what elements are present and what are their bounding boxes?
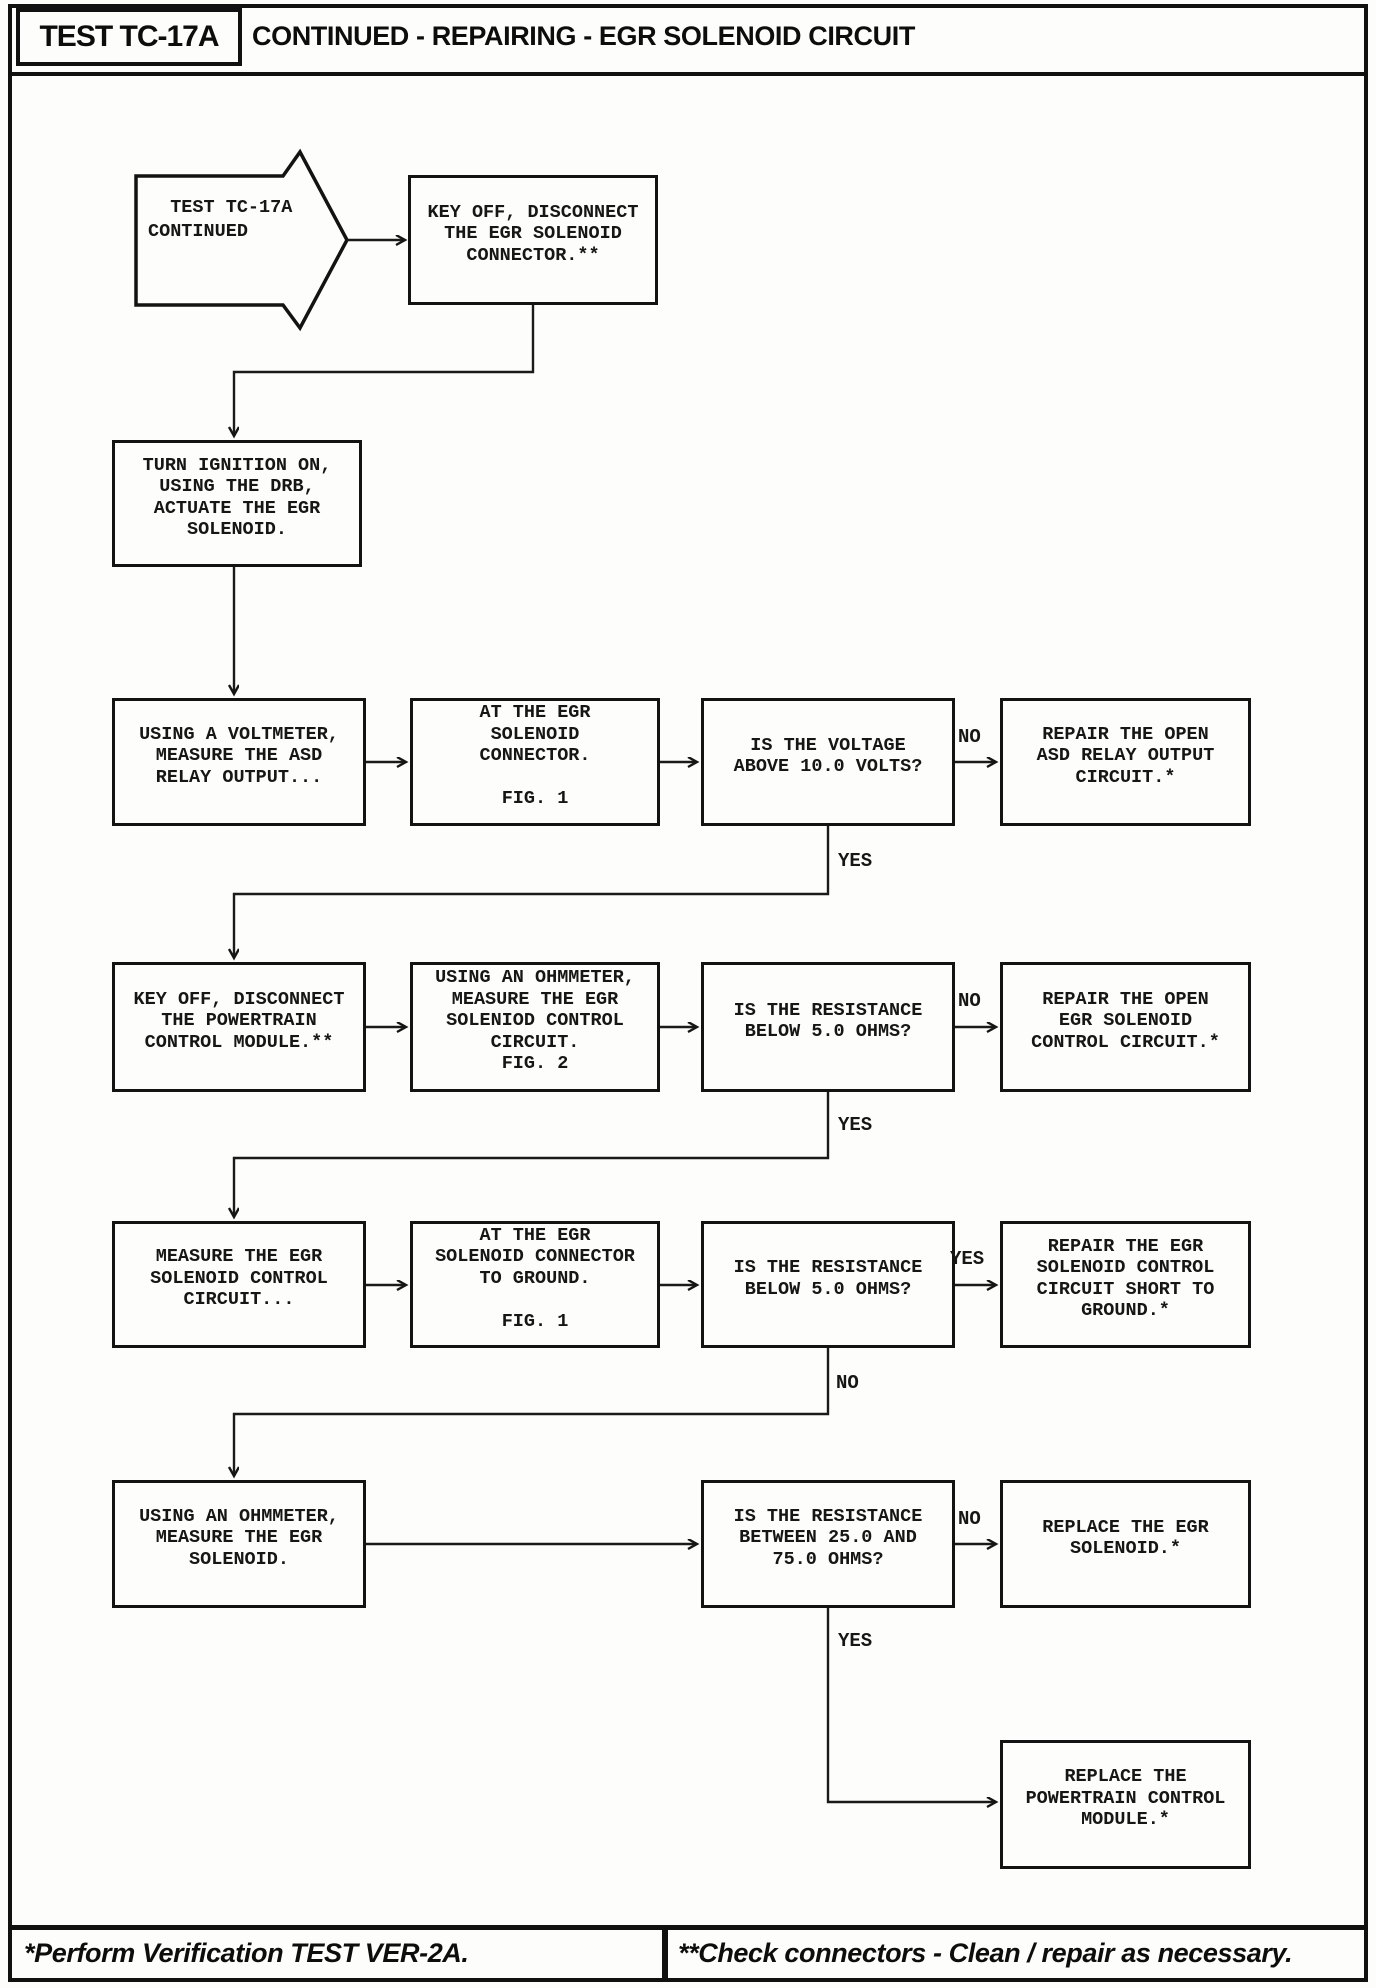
header-separator-line [8, 72, 1368, 76]
edge-res3-yes [826, 1608, 996, 1802]
test-id-badge: TEST TC-17A [16, 8, 242, 66]
decision-resistance-below-5-ohms-1: IS THE RESISTANCE BELOW 5.0 OHMS? [701, 962, 955, 1092]
edge-label-res2-yes: YES [950, 1248, 985, 1270]
footnote-verification: *Perform Verification TEST VER-2A. [24, 1938, 469, 1968]
page-title: CONTINUED - REPAIRING - EGR SOLENOID CIR… [252, 21, 915, 51]
edge-label-voltage-yes: YES [838, 850, 873, 872]
footnote-connectors: **Check connectors - Clean / repair as n… [678, 1938, 1293, 1968]
step-measure-egr-control-circuit-fig2: USING AN OHMMETER, MEASURE THE EGR SOLEN… [410, 962, 660, 1092]
decision-resistance-25-75-ohms: IS THE RESISTANCE BETWEEN 25.0 AND 75.0 … [701, 1480, 955, 1608]
edge-res2-no [234, 1348, 830, 1476]
action-repair-open-asd-relay-circuit: REPAIR THE OPEN ASD RELAY OUTPUT CIRCUIT… [1000, 698, 1251, 826]
step-measure-egr-control-circuit: MEASURE THE EGR SOLENOID CONTROL CIRCUIT… [112, 1221, 366, 1348]
edge-label-res3-no: NO [958, 1508, 981, 1530]
edge-label-res2-no: NO [836, 1372, 859, 1394]
step-key-off-disconnect-egr-connector: KEY OFF, DISCONNECT THE EGR SOLENOID CON… [408, 175, 658, 305]
edge-keyoff-to-ignition [234, 305, 535, 436]
edge-label-res3-yes: YES [838, 1630, 873, 1652]
ref-at-egr-connector-to-ground-fig1: AT THE EGR SOLENOID CONNECTOR TO GROUND.… [410, 1221, 660, 1348]
page-border [8, 4, 1368, 1982]
step-key-off-disconnect-pcm: KEY OFF, DISCONNECT THE POWERTRAIN CONTR… [112, 962, 366, 1092]
step-turn-ignition-actuate-egr: TURN IGNITION ON, USING THE DRB, ACTUATE… [112, 440, 362, 567]
edge-label-voltage-no: NO [958, 726, 981, 748]
edge-label-res1-no: NO [958, 990, 981, 1012]
action-repair-egr-short-to-ground: REPAIR THE EGR SOLENOID CONTROL CIRCUIT … [1000, 1221, 1251, 1348]
step-measure-asd-relay-output: USING A VOLTMETER, MEASURE THE ASD RELAY… [112, 698, 366, 826]
start-connector-label: TEST TC-17A CONTINUED [148, 197, 293, 242]
ref-at-egr-solenoid-connector-fig1: AT THE EGR SOLENOID CONNECTOR. FIG. 1 [410, 698, 660, 826]
edge-voltage-yes [234, 826, 830, 958]
test-id-text: TEST TC-17A [39, 20, 219, 53]
step-measure-egr-solenoid: USING AN OHMMETER, MEASURE THE EGR SOLEN… [112, 1480, 366, 1608]
decision-voltage-above-10v: IS THE VOLTAGE ABOVE 10.0 VOLTS? [701, 698, 955, 826]
action-replace-pcm: REPLACE THE POWERTRAIN CONTROL MODULE.* [1000, 1740, 1251, 1869]
footer-divider-line [662, 1925, 668, 1982]
action-replace-egr-solenoid: REPLACE THE EGR SOLENOID.* [1000, 1480, 1251, 1608]
edge-res1-yes [234, 1092, 830, 1217]
footer-separator-line [8, 1925, 1368, 1930]
decision-resistance-below-5-ohms-2: IS THE RESISTANCE BELOW 5.0 OHMS? [701, 1221, 955, 1348]
action-repair-open-egr-control-circuit: REPAIR THE OPEN EGR SOLENOID CONTROL CIR… [1000, 962, 1251, 1092]
start-connector-shape [134, 148, 349, 332]
edge-label-res1-yes: YES [838, 1114, 873, 1136]
